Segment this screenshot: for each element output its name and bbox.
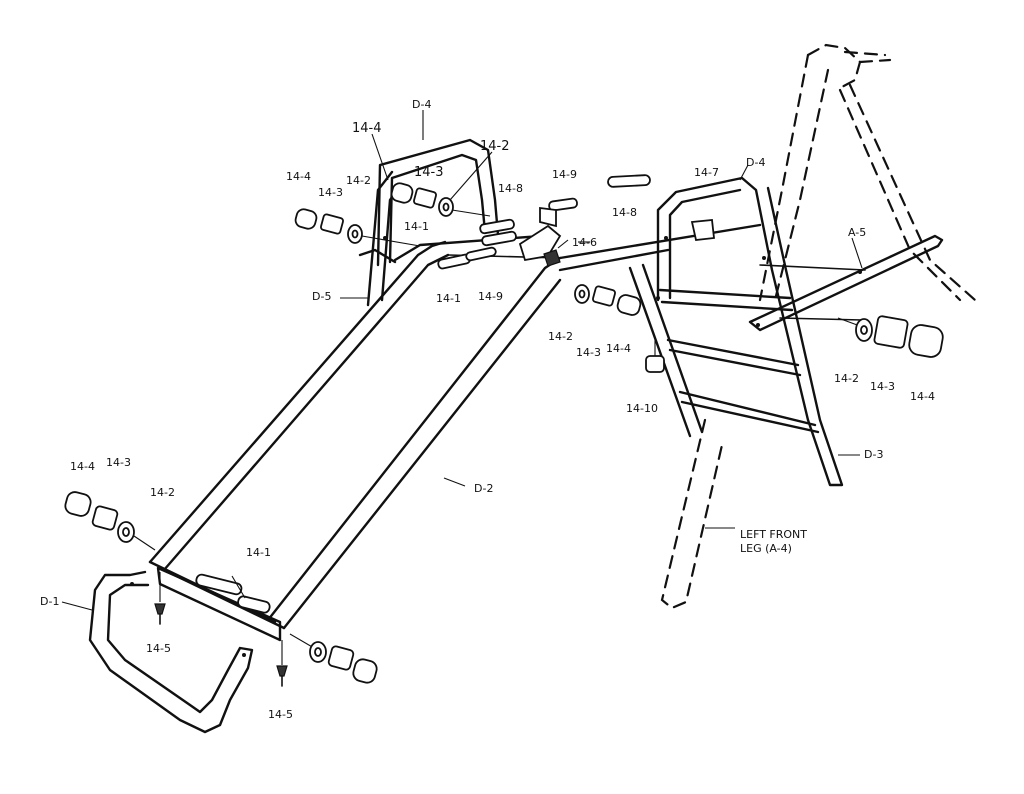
label-14-5-b: 14-5	[268, 708, 293, 721]
clip-14-7	[690, 219, 715, 241]
screws-14-5	[154, 572, 288, 687]
label-leaders	[61, 110, 863, 611]
label-14-2-e: 14-2	[150, 486, 175, 499]
label-14-3-e: 14-3	[106, 456, 131, 469]
label-14-9-a: 14-9	[552, 168, 577, 181]
label-14-4-e: 14-4	[70, 460, 95, 473]
label-14-1-b: 14-1	[436, 292, 461, 305]
hardware-right	[837, 315, 944, 358]
label-d1: D-1	[40, 595, 59, 608]
label-14-5-a: 14-5	[146, 642, 171, 655]
bolts-bottom	[195, 573, 271, 614]
label-14-2-d: 14-2	[834, 372, 859, 385]
label-14-10: 14-10	[626, 402, 658, 415]
label-d4-left: D-4	[412, 98, 431, 111]
hardware-middle	[574, 284, 665, 373]
label-14-1-a: 14-1	[404, 220, 429, 233]
label-14-3-c: 14-3	[576, 346, 601, 359]
label-14-4-d: 14-4	[910, 390, 935, 403]
label-14-2-a: 14-2	[346, 174, 371, 187]
label-left-front-leg-1: LEFT FRONT	[740, 528, 807, 541]
label-d5: D-5	[312, 290, 331, 303]
label-14-6: 14-6	[572, 236, 597, 249]
label-d2: D-2	[474, 482, 493, 495]
bottom-frame-d1	[88, 570, 254, 734]
bracket-14-6	[518, 206, 562, 267]
hardware-bottom-right	[289, 633, 378, 684]
label-14-2-b: 14-2	[480, 139, 510, 154]
ladder-d3	[558, 176, 866, 487]
hardware-bottom-left	[64, 491, 156, 551]
label-14-3-d: 14-3	[870, 380, 895, 393]
hardware-top-center	[390, 182, 491, 217]
label-14-4-a: 14-4	[286, 170, 311, 183]
label-14-4-b: 14-4	[352, 121, 382, 136]
frame-d4-left	[376, 138, 500, 267]
label-14-9-b: 14-9	[478, 290, 503, 303]
label-14-8-b: 14-8	[612, 206, 637, 219]
label-14-7: 14-7	[694, 166, 719, 179]
label-left-front-leg-2: LEG (A-4)	[740, 542, 792, 555]
swing-frame-dashed	[660, 43, 977, 610]
hardware-top-left	[294, 208, 421, 247]
label-d4-right: D-4	[746, 156, 765, 169]
bolts-upper	[437, 174, 651, 270]
label-14-3-b: 14-3	[414, 165, 444, 180]
label-d3: D-3	[864, 448, 883, 461]
label-14-2-c: 14-2	[548, 330, 573, 343]
labels: D-4 D-4 D-5 D-2 D-1 D-3 A-5 LEFT FRONT L…	[40, 98, 935, 721]
label-14-3-a: 14-3	[318, 186, 343, 199]
brace-a5	[748, 234, 944, 332]
label-14-8-a: 14-8	[498, 182, 523, 195]
label-a5: A-5	[848, 226, 866, 239]
label-14-4-c: 14-4	[606, 342, 631, 355]
label-14-1-c: 14-1	[246, 546, 271, 559]
